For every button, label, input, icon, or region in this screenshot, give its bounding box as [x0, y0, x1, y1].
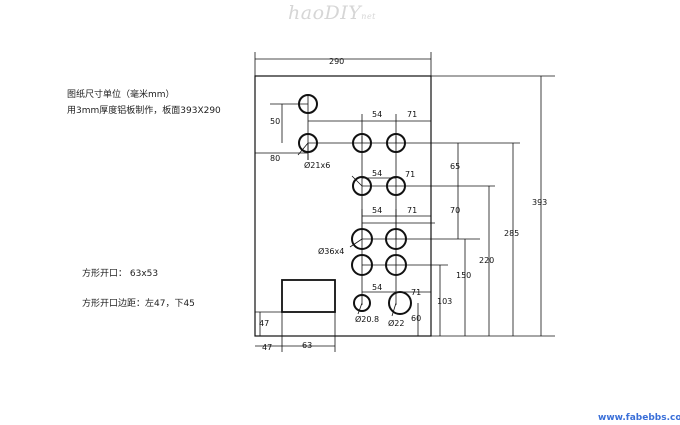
hole	[386, 176, 406, 196]
dim-285: 285	[504, 229, 519, 238]
hole-label-36: Ø36x4	[318, 246, 344, 256]
square-opening	[281, 279, 336, 313]
hole	[353, 294, 371, 312]
dim-panel-width: 290	[329, 57, 344, 66]
dim-54-c: 54	[372, 206, 382, 215]
dim-80: 80	[270, 154, 280, 163]
site-watermark: www.fabebbs.com	[598, 413, 680, 423]
note-square-opening: 方形开口： 63x53	[82, 269, 159, 279]
dim-63: 63	[302, 341, 312, 350]
hole-label-22: Ø22	[388, 318, 404, 328]
note-square-margin: 方形开口边距：左47，下45	[82, 299, 195, 309]
dim-47-vertical: 47	[259, 319, 269, 328]
dim-54-a: 54	[372, 110, 382, 119]
dim-71-b: 71	[405, 170, 415, 179]
hole	[352, 133, 372, 153]
hole	[298, 133, 318, 153]
dim-47-horizontal: 47	[262, 343, 272, 352]
dim-50: 50	[270, 117, 280, 126]
dim-54-d: 54	[372, 283, 382, 292]
dim-71-a: 71	[407, 110, 417, 119]
site-logo: haoDIYnet	[288, 2, 376, 24]
dim-393: 393	[532, 198, 547, 207]
dim-60: 60	[411, 314, 421, 323]
dim-54-b: 54	[372, 169, 382, 178]
dim-70: 70	[450, 206, 460, 215]
note-material: 用3mm厚度铝板制作，板面393X290	[67, 106, 221, 116]
dim-65: 65	[450, 162, 460, 171]
dim-103: 103	[437, 297, 452, 306]
note-unit: 图纸尺寸单位（毫米mm）	[67, 90, 175, 100]
dim-150: 150	[456, 271, 471, 280]
hole	[351, 228, 373, 250]
hole	[385, 228, 407, 250]
hole-label-20: Ø20.8	[355, 314, 379, 324]
dim-71-c: 71	[407, 206, 417, 215]
hole	[388, 291, 412, 315]
hole	[352, 176, 372, 196]
hole	[386, 133, 406, 153]
hole	[351, 254, 373, 276]
dim-220: 220	[479, 256, 494, 265]
hole	[298, 94, 318, 114]
hole-label-21: Ø21x6	[304, 160, 330, 170]
hole	[385, 254, 407, 276]
dim-71-d: 71	[411, 288, 421, 297]
